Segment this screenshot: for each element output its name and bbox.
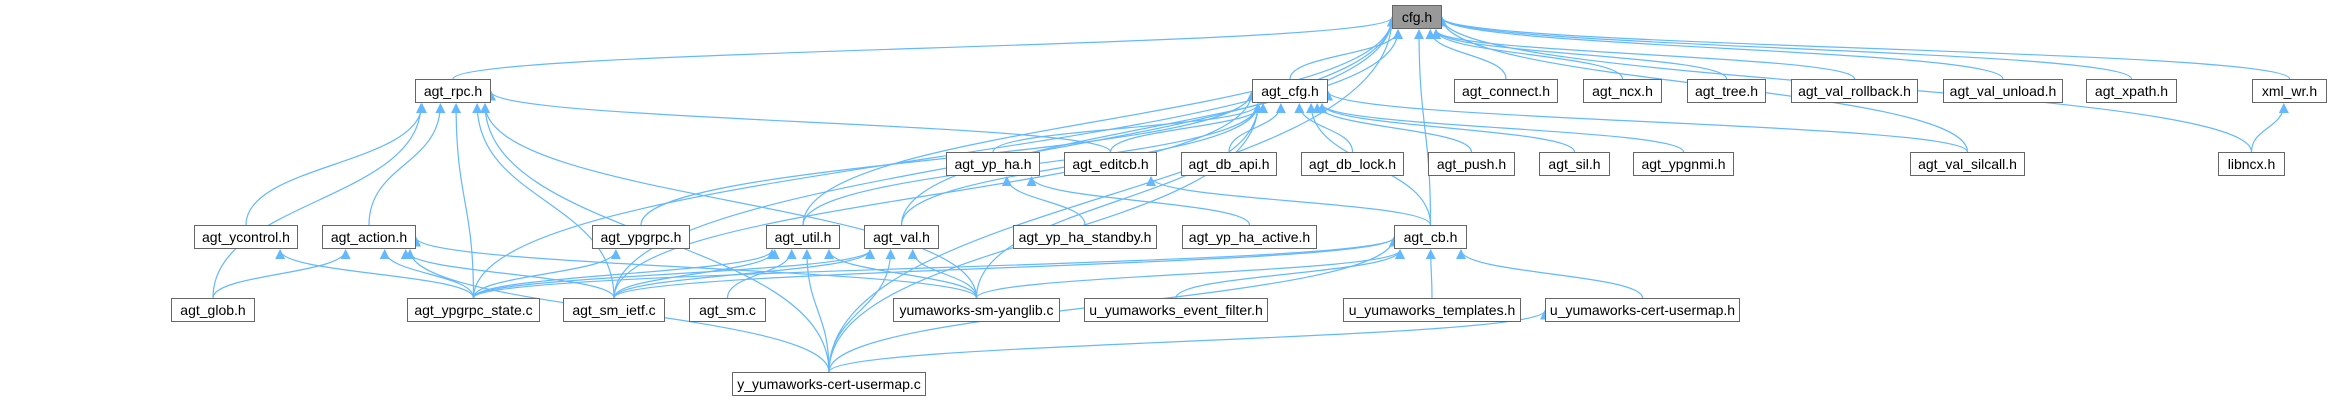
edge-agt_ypgrpc_state-to-agt_rpc [451,103,475,299]
edge-agt_ncx-to-cfg [1431,29,1624,80]
edge-agt_sil-to-agt_cfg [1317,103,1576,153]
graph-node-cfg: cfg.h [1392,5,1442,29]
graph-node-agt-ypgnmi[interactable]: agt_ypgnmi.h [1633,152,1734,176]
edge-agt_val-to-cfg [900,29,1403,226]
edge-agt_ypgrpc_state-to-agt_util [472,249,777,299]
edge-agt_cb-to-agt_editcb [1146,176,1432,226]
edge-agt_ypgrpc_state-to-agt_action [379,249,475,299]
edge-agt_sm_ietf-to-agt_util [613,249,780,299]
edge-agt_cfg-to-cfg [1289,29,1403,80]
graph-node-agt-val-silcall[interactable]: agt_val_silcall.h [1910,152,2025,176]
graph-node-agt-ypgrpc-state[interactable]: agt_ypgrpc_state.c [407,298,540,322]
edge-agt_sm_ietf-to-agt_action [400,249,615,299]
graph-node-agt-glob[interactable]: agt_glob.h [171,298,255,322]
edge-agt_editcb-to-agt_cfg [1109,103,1269,153]
edge-agt_util-to-cfg [802,16,1397,226]
graph-node-agt-yp-ha[interactable]: agt_yp_ha.h [946,152,1040,176]
graph-node-agt-sm-ietf[interactable]: agt_sm_ietf.c [563,298,665,322]
graph-node-agt-sm[interactable]: agt_sm.c [689,298,766,322]
graph-node-u-templates[interactable]: u_yumaworks_templates.h [1343,298,1521,322]
graph-node-agt-connect[interactable]: agt_connect.h [1454,79,1558,103]
graph-node-y-cert-usermap[interactable]: y_yumaworks-cert-usermap.c [732,372,926,396]
edge-agt_rpc-to-cfg [452,16,1397,80]
graph-node-agt-editcb[interactable]: agt_editcb.h [1064,152,1157,176]
edge-agt_sm_ietf-to-agt_cb [613,236,1399,299]
edge-yumaworks_sm_yanglib-to-agt_util [824,249,978,299]
edge-y_cert_usermap-to-cfg [828,16,1397,373]
edge-yumaworks_sm_yanglib-to-agt_rpc [480,103,978,299]
edge-agt_ypgrpc_state-to-agt_ypgrpc [472,249,621,299]
graph-node-agt-rpc[interactable]: agt_rpc.h [415,79,491,103]
graph-node-u-event-filter[interactable]: u_yumaworks_event_filter.h [1084,298,1268,322]
graph-node-agt-util[interactable]: agt_util.h [766,225,840,249]
graph-node-agt-cfg[interactable]: agt_cfg.h [1252,79,1328,103]
edge-agt_sm_ietf-to-agt_cfg [613,90,1257,299]
graph-node-agt-tree[interactable]: agt_tree.h [1687,79,1766,103]
graph-node-agt-ypgrpc[interactable]: agt_ypgrpc.h [592,225,690,249]
edge-agt_yp_ha_standby-to-agt_yp_ha [1001,176,1086,226]
edge-agt_yp_ha-to-agt_cfg [992,103,1263,153]
edge-agt_sm_ietf-to-agt_rpc [472,103,615,299]
edge-agt_cb-to-cfg [1414,29,1432,226]
edge-agt_val_unload-to-cfg [1437,16,2004,80]
edge-y_cert_usermap-to-agt_util [801,249,830,373]
edge-agt_ypgrpc_state-to-cfg [472,16,1397,299]
edge-agt_yp_ha_active-to-agt_yp_ha [1026,176,1251,226]
edge-y_cert_usermap-to-agt_val [828,249,896,373]
graph-node-yumaworks-sm-yanglib[interactable]: yumaworks-sm-yanglib.c [893,298,1060,322]
edge-agt_ypgrpc_state-to-agt_ycontrol [275,249,475,299]
edge-agt_xpath-to-cfg [1437,16,2133,80]
edge-u_cert_usermap-to-agt_cb [1456,249,1644,299]
edge-agt_db_lock-to-agt_cfg [1294,103,1354,153]
graph-node-agt-action[interactable]: agt_action.h [322,225,416,249]
graph-node-xml-wr[interactable]: xml_wr.h [2252,79,2327,103]
graph-node-agt-push[interactable]: agt_push.h [1428,152,1515,176]
edge-agt_tree-to-cfg [1431,29,1728,80]
edge-agt_ypgnmi-to-agt_cfg [1317,103,1685,153]
edge-u_templates-to-agt_cb [1425,249,1436,299]
graph-node-agt-yp-ha-standby[interactable]: agt_yp_ha_standby.h [1013,225,1157,249]
graph-node-u-cert-usermap[interactable]: u_yumaworks-cert-usermap.h [1545,298,1740,322]
edge-yumaworks_sm_yanglib-to-agt_cfg [975,103,1263,299]
edge-libncx-to-xml_wr [2250,103,2289,153]
edge-agt_db_api-to-agt_cfg [1228,103,1286,153]
edge-agt_val_silcall-to-agt_cfg [1323,90,1969,153]
edge-u_event_filter-to-agt_cb [1175,249,1405,299]
graph-node-libncx[interactable]: libncx.h [2218,152,2285,176]
edge-yumaworks_sm_yanglib-to-agt_val [907,249,978,299]
edge-agt_glob-to-agt_action [212,249,351,299]
edge-agt_ypgrpc_state-to-agt_cb [472,236,1399,299]
graph-node-agt-db-lock[interactable]: agt_db_lock.h [1301,152,1404,176]
graph-node-agt-ycontrol[interactable]: agt_ycontrol.h [194,225,298,249]
edge-agt_ypgrpc_state-to-agt_val [472,249,875,299]
edge-agt_glob-to-agt_rpc [212,103,426,299]
edge-agt_val_rollback-to-cfg [1431,29,1856,80]
graph-node-agt-yp-ha-active[interactable]: agt_yp_ha_active.h [1182,225,1317,249]
graph-node-agt-sil[interactable]: agt_sil.h [1539,152,1610,176]
edge-agt_ycontrol-to-agt_rpc [245,103,427,226]
edge-agt_action-to-agt_rpc [368,103,446,226]
edge-xml_wr-to-cfg [1437,16,2291,80]
graph-node-agt-xpath[interactable]: agt_xpath.h [2086,79,2177,103]
edge-agt_editcb-to-agt_rpc [486,90,1112,153]
graph-node-agt-val-rollback[interactable]: agt_val_rollback.h [1791,79,1918,103]
graph-node-agt-val[interactable]: agt_val.h [864,225,939,249]
graph-node-agt-db-api[interactable]: agt_db_api.h [1181,152,1277,176]
edge-yumaworks_sm_yanglib-to-agt_cb [975,249,1405,299]
graph-node-agt-val-unload[interactable]: agt_val_unload.h [1943,79,2063,103]
graph-node-agt-cb[interactable]: agt_cb.h [1394,225,1467,249]
graph-node-agt-ncx[interactable]: agt_ncx.h [1583,79,1662,103]
